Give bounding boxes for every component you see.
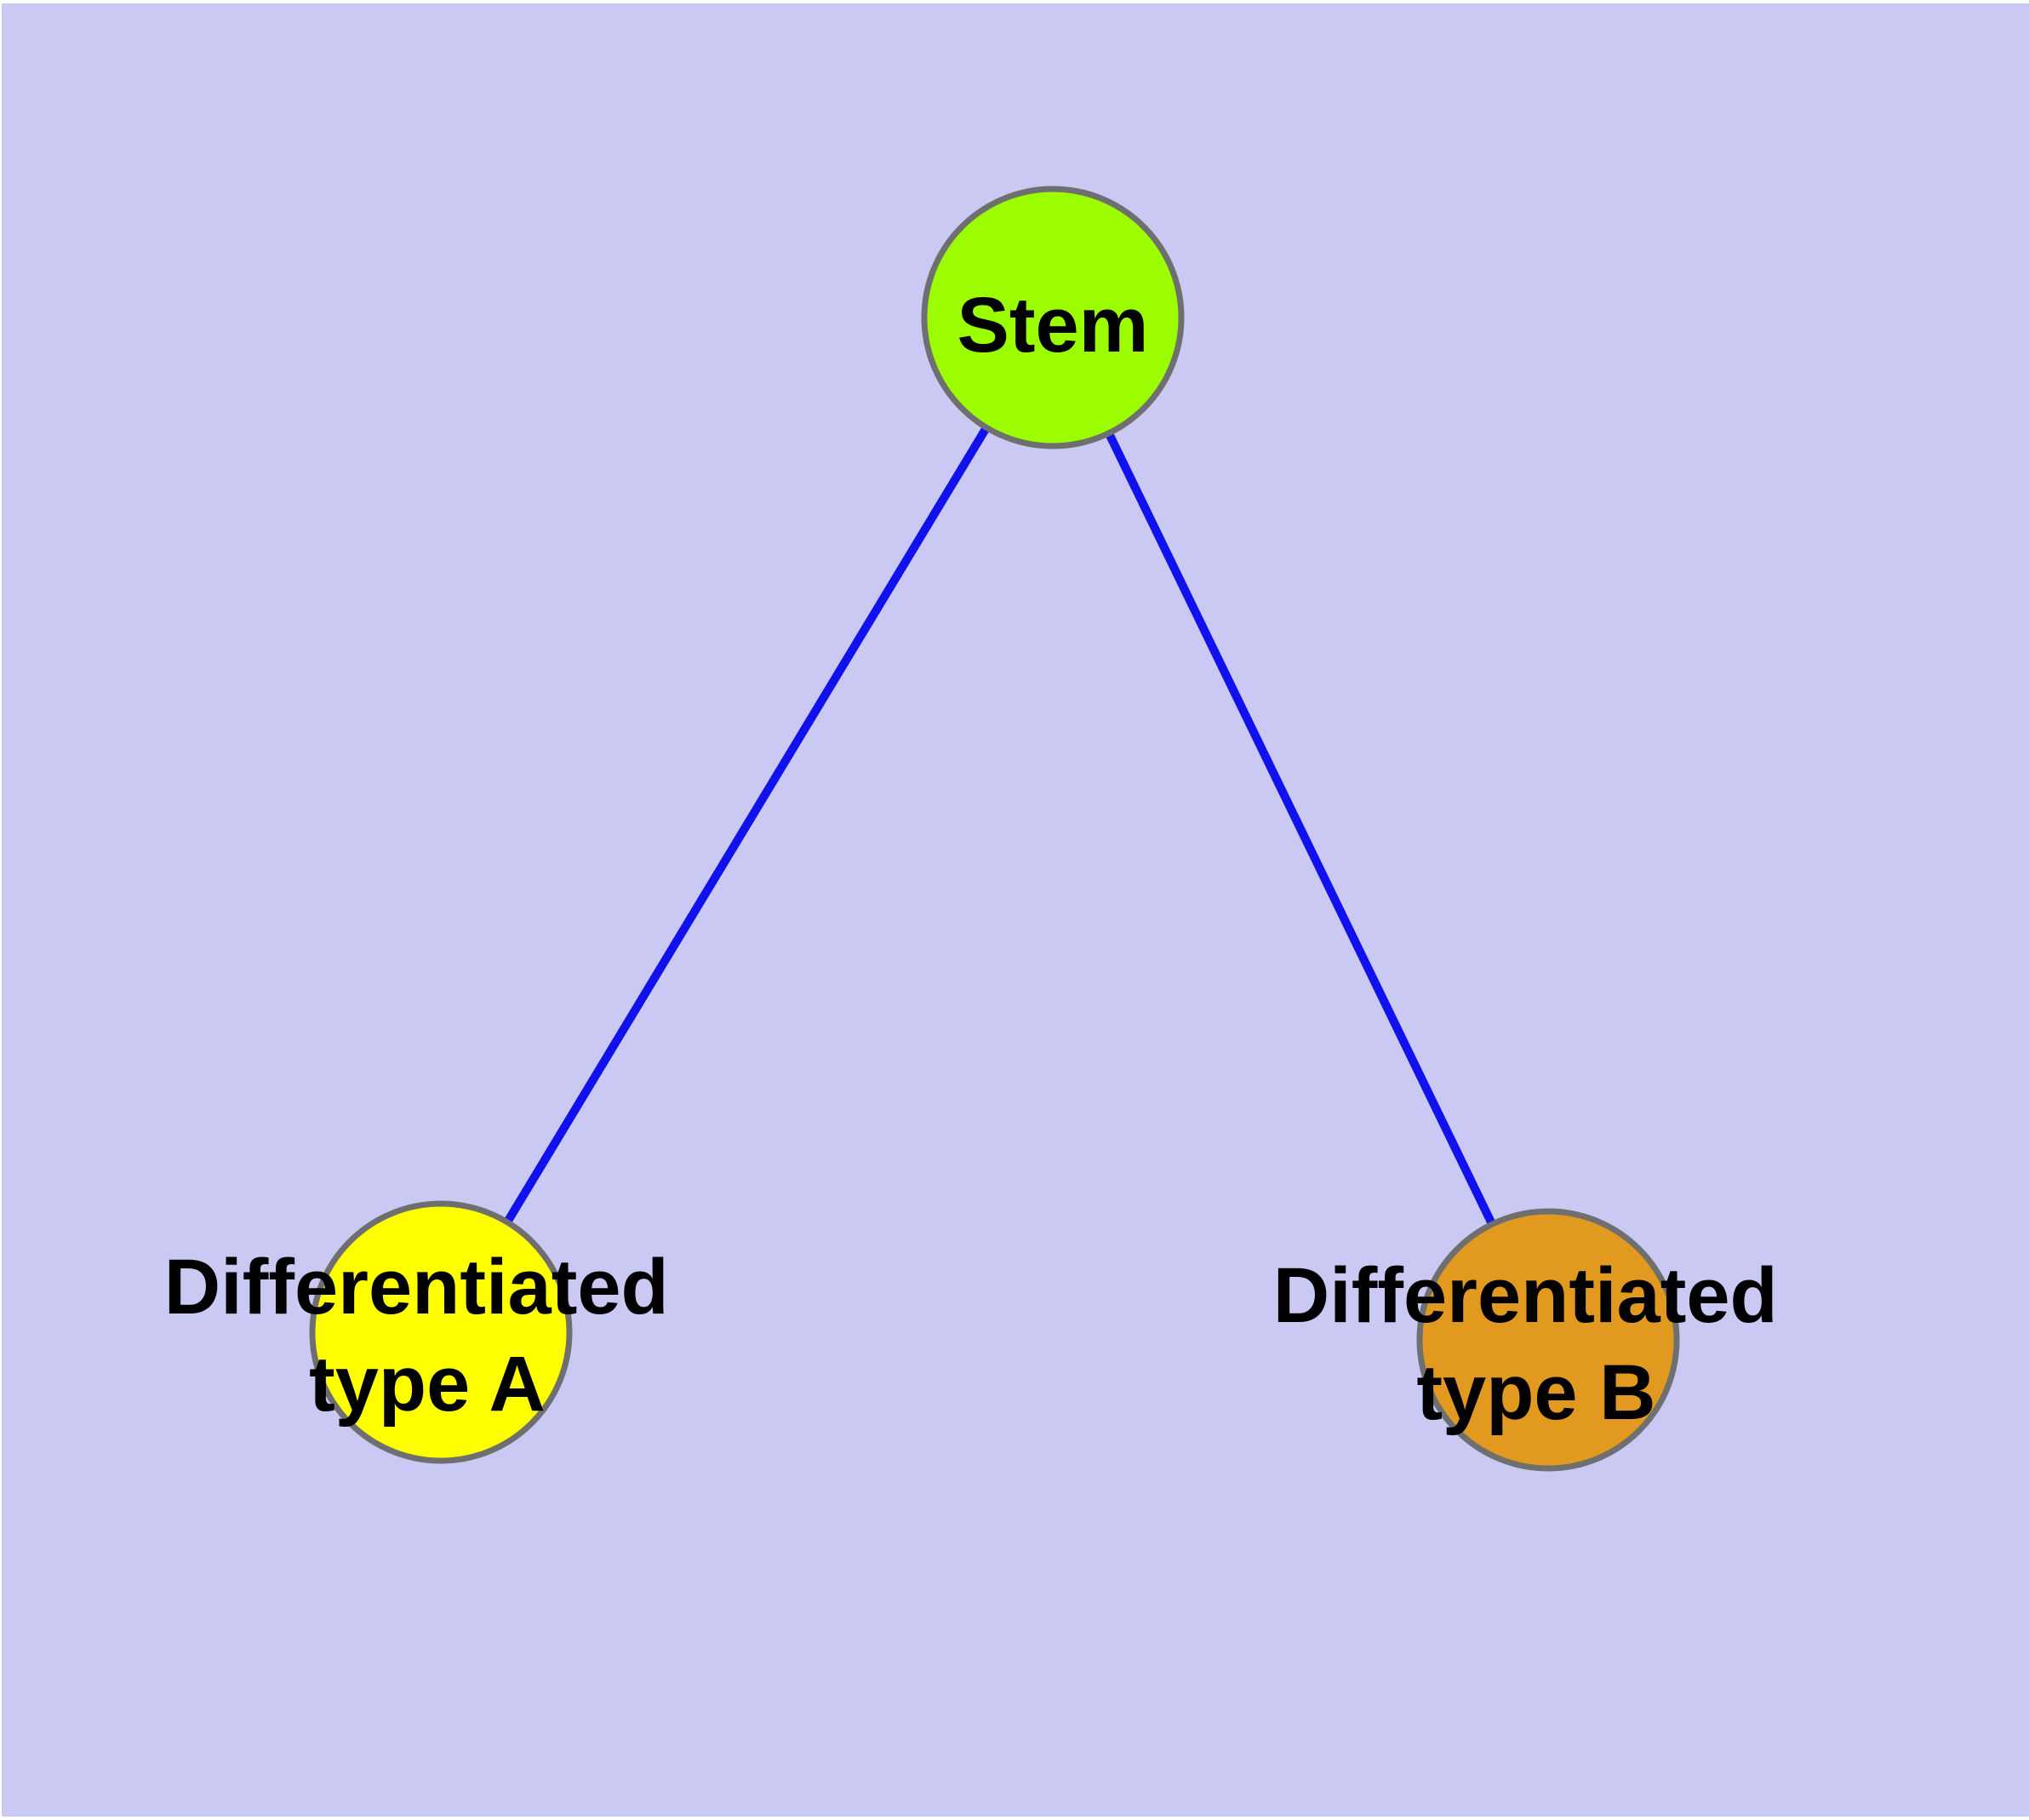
label-line-2: type A xyxy=(309,1341,546,1428)
edge-stem-to-type-a xyxy=(437,315,1057,1335)
node-label-differentiated-type-b: Differentiated type B xyxy=(1273,1252,1800,1436)
node-differentiated-type-b xyxy=(1416,1208,1680,1472)
node-differentiated-type-a xyxy=(309,1200,573,1464)
label-line-2: type B xyxy=(1416,1349,1655,1436)
label-line-1: Differentiated xyxy=(1273,1252,1778,1339)
node-label-differentiated-type-a: Differentiated type A xyxy=(164,1244,691,1428)
node-label-stem: Stem xyxy=(957,282,1149,369)
edge-stem-to-type-b xyxy=(1049,315,1552,1342)
node-stem xyxy=(921,186,1185,449)
label-line-1: Differentiated xyxy=(164,1244,669,1331)
